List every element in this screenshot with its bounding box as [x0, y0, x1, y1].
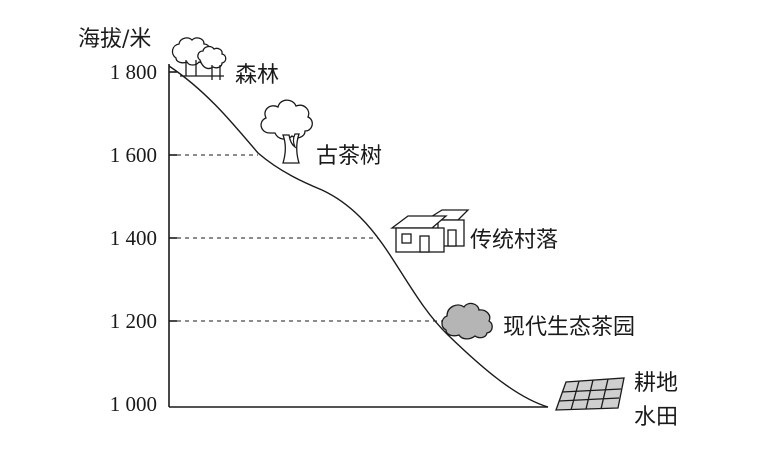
tea-bush-icon — [442, 303, 492, 338]
tick-label-1000: 1 000 — [110, 392, 157, 416]
tick-label-1600: 1 600 — [110, 143, 157, 167]
tea-tree-icon — [261, 100, 312, 163]
zone-label-modern-tea-garden: 现代生态茶园 — [503, 315, 635, 340]
zone-label-paddy-field: 水田 — [634, 405, 678, 430]
zone-label-traditional-village: 传统村落 — [470, 228, 558, 253]
tick-label-1200: 1 200 — [110, 309, 157, 333]
zone-label-forest: 森林 — [235, 63, 279, 88]
farmland-grid-icon — [556, 378, 624, 410]
tick-label-1800: 1 800 — [110, 60, 157, 84]
y-axis-title: 海拔/米 — [78, 27, 151, 52]
zone-label-farmland: 耕地 — [634, 371, 678, 396]
tick-label-1400: 1 400 — [110, 226, 157, 250]
village-house-icon — [392, 210, 468, 252]
zone-label-ancient-tea-tree: 古茶树 — [316, 144, 382, 169]
